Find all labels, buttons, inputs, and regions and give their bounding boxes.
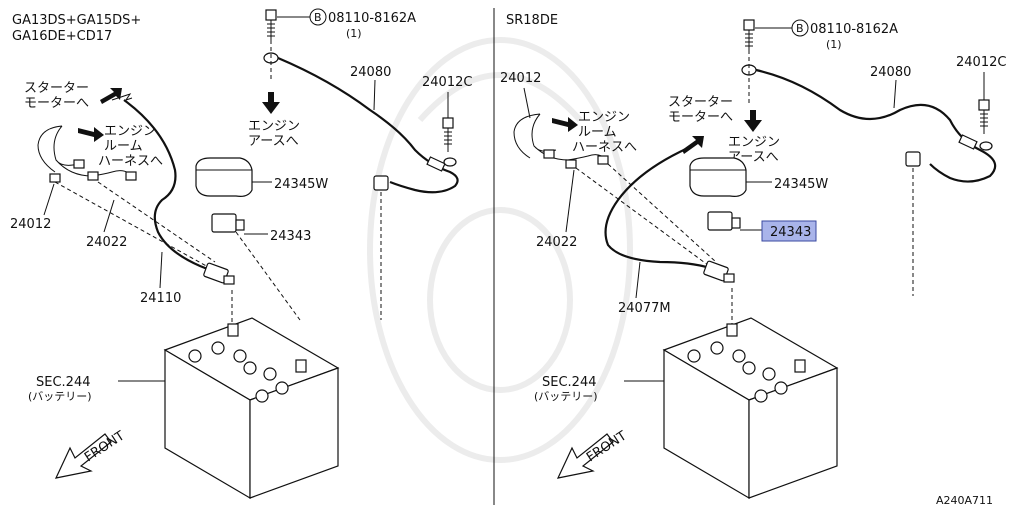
left-starter-line2: モーターへ [24, 96, 89, 111]
highlight-24343 [761, 220, 817, 242]
right-fuse-24343-icon [707, 211, 741, 231]
left-engine-room-line3: ハーネスへ [98, 154, 163, 169]
left-bolt-icon [265, 9, 277, 40]
left-engine-room-line1: エンジン [104, 124, 156, 139]
right-relay-24345W-icon [689, 157, 747, 197]
left-relay-24345W-icon [195, 157, 253, 197]
right-battery-icon [662, 317, 839, 500]
right-clamp-icon [905, 151, 921, 296]
right-circle-b-label: B [796, 22, 804, 35]
left-connector-icon [49, 173, 61, 183]
right-circle-b-icon [791, 19, 809, 37]
left-clamp-icon [373, 175, 389, 320]
left-engine-room-arrow-icon [78, 127, 104, 142]
right-label-24012: 24012 [500, 71, 541, 86]
right-cable-24080 [755, 68, 997, 183]
left-models-line2: GA16DE+CD17 [12, 29, 112, 44]
left-fuse-24343-icon [211, 213, 301, 321]
right-bolt-code: 08110-8162A [810, 22, 898, 37]
right-label-24343: 24343 [770, 225, 811, 240]
left-cable-24080 [277, 56, 459, 194]
right-front-arrow-icon [556, 433, 614, 479]
right-label-24080: 24080 [870, 65, 911, 80]
right-starter-line2: モーターへ [668, 110, 733, 125]
right-engine-room-line1: エンジン [578, 110, 630, 125]
left-label-24012C: 24012C [422, 75, 472, 90]
left-label-24345W: 24345W [274, 177, 328, 192]
right-cable-end-icon [958, 134, 978, 150]
left-starter-arrow-icon [100, 88, 122, 104]
right-battery-label: (バッテリー) [534, 390, 598, 403]
right-cable-24077M [604, 147, 711, 270]
right-engine-room-line2: ルーム [578, 125, 617, 140]
right-engine-earth-line1: エンジン [728, 135, 780, 150]
right-positive-terminal-icon [703, 260, 735, 324]
left-label-24110: 24110 [140, 291, 181, 306]
left-battery-label: (バッテリー) [28, 390, 92, 403]
left-battery-icon [163, 317, 340, 500]
right-engine-room-line3: ハーネスへ [572, 140, 637, 155]
figure-code: A240A711 [936, 494, 993, 507]
right-bolt-24012C-icon [978, 99, 993, 151]
right-label-24345W: 24345W [774, 177, 828, 192]
right-bolt-icon [743, 19, 755, 50]
left-positive-terminal-icon [203, 262, 235, 322]
left-label-24012: 24012 [10, 217, 51, 232]
left-front-arrow-icon [54, 433, 112, 479]
left-harness-24012 [37, 125, 133, 177]
right-engine-earth-arrow-icon [744, 110, 762, 132]
left-bolt-code: 08110-8162A [328, 11, 416, 26]
right-model: SR18DE [506, 13, 558, 28]
left-label-24343: 24343 [270, 229, 311, 244]
right-bolt-qty: (1) [826, 38, 842, 51]
right-label-24077M: 24077M [618, 301, 671, 316]
right-label-24022: 24022 [536, 235, 577, 250]
watermark [367, 37, 633, 463]
right-starter-arrow-icon [682, 136, 704, 154]
right-label-24012C: 24012C [956, 55, 1006, 70]
left-label-24080: 24080 [350, 65, 391, 80]
left-engine-room-line2: ルーム [104, 139, 143, 154]
left-panel: GA13DS+GA15DS+ GA16DE+CD17 B 08110-8162A… [10, 8, 472, 500]
left-label-24022: 24022 [86, 235, 127, 250]
right-engine-room-arrow-icon [552, 117, 578, 132]
right-sec-label: SEC.244 [542, 375, 597, 390]
right-panel: SR18DE B 08110-8162A (1) エンジン アースへ 24080… [500, 13, 1006, 500]
left-starter-line1: スターター [24, 81, 89, 96]
left-bolt-24012C-icon [442, 117, 457, 167]
left-engine-earth-line1: エンジン [248, 119, 300, 134]
left-circle-b-icon [309, 8, 327, 26]
left-cable-24110 [123, 99, 211, 272]
right-starter-line1: スターター [668, 95, 733, 110]
left-sec-label: SEC.244 [36, 375, 91, 390]
left-cable-end-icon [426, 156, 446, 172]
left-engine-earth-arrow-icon [262, 92, 280, 114]
left-models-line1: GA13DS+GA15DS+ [12, 13, 141, 28]
left-bolt-qty: (1) [346, 27, 362, 40]
left-circle-b-label: B [314, 11, 322, 24]
left-engine-earth-line2: アースへ [248, 134, 299, 149]
